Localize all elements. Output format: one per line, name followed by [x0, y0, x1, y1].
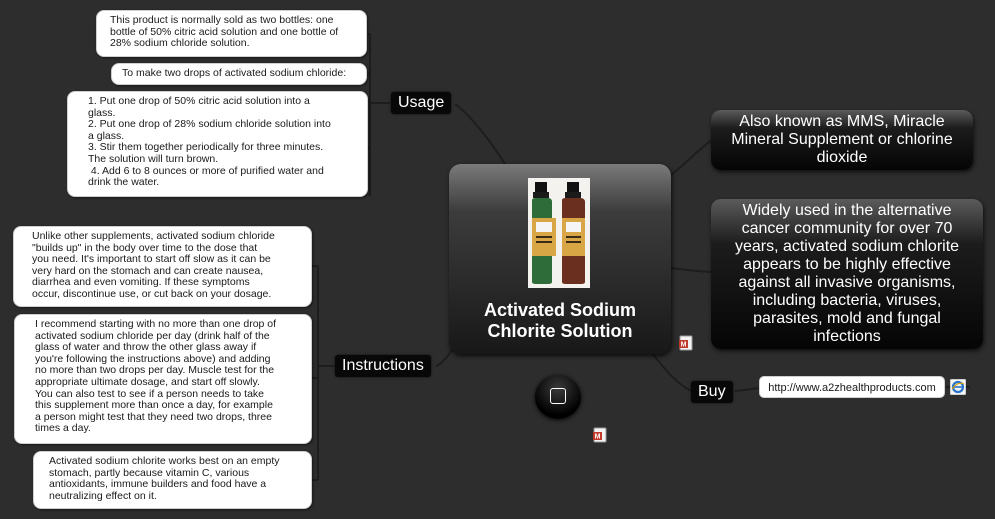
- topic-instructions[interactable]: Instructions: [335, 355, 431, 377]
- note-line: 3. Stir them together periodically for t…: [88, 141, 324, 154]
- instructions-note-empty-stomach: Activated sodium chlorite works best on …: [33, 451, 312, 509]
- title-line: Activated Sodium: [483, 300, 637, 320]
- topic-line: Widely used in the alternative: [742, 202, 952, 219]
- note-line: 4. Add 6 to 8 ounces or more of purified…: [88, 164, 324, 177]
- topic-line: Also known as MMS, Miracle: [739, 113, 945, 130]
- note-line: Activated sodium chlorite works best on …: [49, 455, 280, 467]
- note-line: bottle of 50% citric acid solution and o…: [110, 25, 339, 38]
- topic-buy[interactable]: Buy: [691, 381, 733, 403]
- product-bottles-image: [528, 178, 590, 288]
- note-line: To make two drops of activated sodium ch…: [122, 67, 347, 79]
- topic-line: cancer community for over 70: [741, 220, 953, 237]
- usage-note-steps: 1. Put one drop of 50% citric acid solut…: [67, 91, 368, 197]
- note-line: 2. Put one drop of 28% sodium chloride s…: [88, 118, 331, 131]
- svg-text:M: M: [595, 434, 601, 441]
- note-line: diarrhea and even vomiting. If these sym…: [32, 276, 250, 289]
- topic-usage[interactable]: Usage: [391, 92, 452, 114]
- square-button-icon[interactable]: [535, 375, 581, 419]
- note-line: times a day.: [35, 422, 91, 435]
- topic-also-known-as[interactable]: Also known as MMS, Miracle Mineral Suppl…: [711, 110, 973, 170]
- usage-note-bottles: This product is normally sold as two bot…: [96, 10, 367, 57]
- note-line: 28% sodium chloride solution.: [110, 37, 250, 50]
- note-line: 1. Put one drop of 50% citric acid solut…: [88, 95, 310, 107]
- mindmap-file-icon[interactable]: M: [678, 335, 694, 351]
- note-line: glass.: [88, 106, 116, 119]
- note-line: stomach, partly because vitamin C, vario…: [49, 466, 250, 479]
- topic-line: dioxide: [816, 149, 868, 166]
- instructions-note-dosage: I recommend starting with no more than o…: [14, 314, 312, 444]
- note-line: You can also test to see if a person nee…: [35, 387, 265, 400]
- note-line: neutralizing effect on it.: [49, 489, 157, 502]
- note-line: this supplement more than once a day, fo…: [35, 399, 273, 412]
- topic-line: parasites, mold and fungal: [753, 310, 941, 327]
- note-line: glass of water and throw the other glass…: [35, 341, 257, 354]
- note-line: antioxidants, immune builders and food h…: [49, 478, 267, 491]
- topic-line: including bacteria, viruses,: [752, 292, 942, 309]
- topic-line: years, activated sodium chlorite: [734, 238, 960, 255]
- note-line: very hard on the stomach and can create …: [32, 264, 264, 277]
- note-line: "builds up" in the body over time to the…: [32, 241, 258, 254]
- note-line: The solution will turn brown.: [88, 152, 219, 165]
- topic-widely-used[interactable]: Widely used in the alternative cancer co…: [711, 199, 983, 349]
- square-glyph: [550, 388, 566, 404]
- svg-text:M: M: [681, 342, 687, 349]
- topic-line: against all invasive organisms,: [738, 274, 956, 291]
- note-line: a glass.: [88, 129, 125, 142]
- title-line: Chlorite Solution: [487, 321, 633, 341]
- note-line: activated sodium chloride per day (drink…: [35, 329, 270, 342]
- topic-line: Mineral Supplement or chlorine: [731, 131, 953, 148]
- note-line: no more than two drops per day. Muscle t…: [35, 364, 275, 377]
- note-line: Unlike other supplements, activated sodi…: [32, 230, 275, 242]
- buy-url-link[interactable]: http://www.a2zhealthproducts.com: [759, 376, 945, 398]
- usage-note-two-drops: To make two drops of activated sodium ch…: [111, 63, 367, 85]
- note-line: I recommend starting with no more than o…: [35, 318, 277, 330]
- note-line: you're following the instructions above)…: [35, 352, 271, 365]
- note-line: This product is normally sold as two bot…: [110, 14, 334, 26]
- topic-line: infections: [813, 328, 881, 345]
- mindmap-file-icon[interactable]: M: [592, 427, 608, 443]
- central-topic[interactable]: Activated Sodium Chlorite Solution: [449, 164, 671, 354]
- note-line: drink the water.: [88, 176, 160, 189]
- topic-line: appears to be highly effective: [743, 256, 951, 273]
- instructions-note-builds-up: Unlike other supplements, activated sodi…: [13, 226, 312, 307]
- note-line: a person might test that they need two d…: [35, 410, 272, 423]
- note-line: you need. It's important to start off sl…: [32, 253, 271, 266]
- central-topic-title: Activated Sodium Chlorite Solution: [449, 300, 671, 342]
- internet-explorer-icon[interactable]: [949, 378, 967, 396]
- note-line: appropriate ultimate dosage, and start o…: [35, 375, 260, 388]
- note-line: occur, discontinue use, or cut back on y…: [32, 287, 272, 300]
